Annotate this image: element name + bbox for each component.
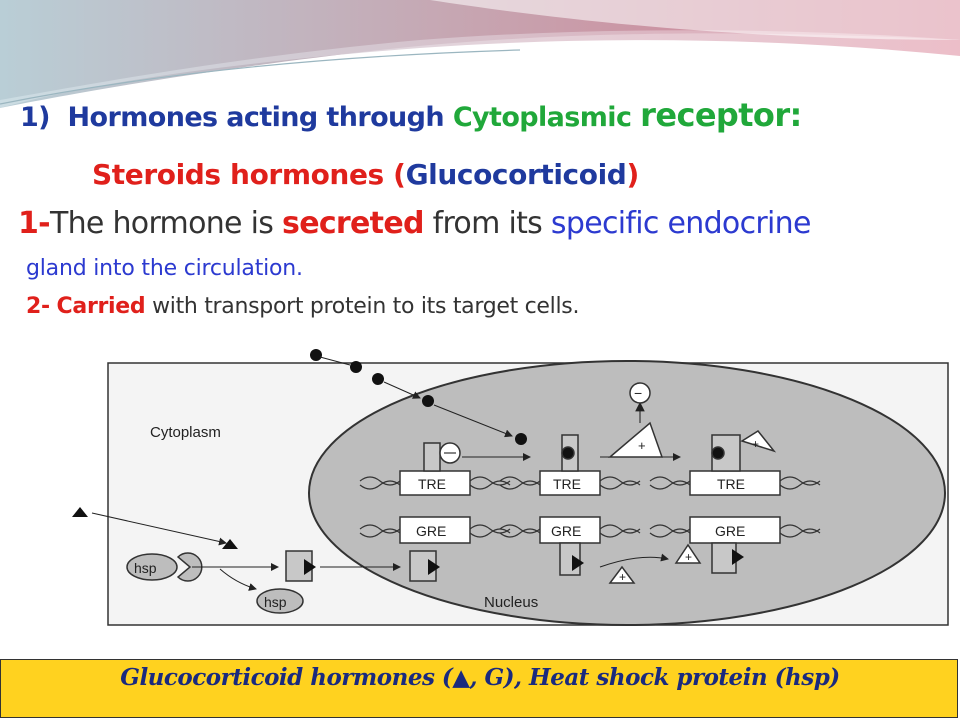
- coactivator-plus: +: [638, 438, 646, 453]
- coactivator: [607, 382, 664, 458]
- title-part2: Cytoplasmic: [452, 102, 632, 133]
- nucleus-label: Nucleus: [484, 594, 538, 611]
- tre-label-1: TRE: [418, 476, 446, 492]
- thyroid-hormone-path: [310, 349, 527, 445]
- thyroid-receptors: [423, 430, 777, 472]
- title-part1: Hormones acting through: [67, 102, 445, 133]
- subtitle-part3: ): [626, 158, 639, 191]
- title-number: 1): [20, 102, 51, 133]
- point1-t1: The hormone is: [49, 206, 274, 241]
- point-1-continued: gland into the circulation.: [26, 256, 303, 281]
- tre3-plus: +: [752, 437, 759, 451]
- header-swoosh: [0, 0, 960, 108]
- point2-t1: Carried: [56, 294, 146, 319]
- gre-plus-2: +: [619, 570, 626, 584]
- gre-box-1: [399, 516, 471, 544]
- receptor-diagram: Cytoplasm Nucleus TRE TRE TRE GRE GRE GR: [72, 349, 949, 626]
- point2-num: 2-: [26, 294, 50, 319]
- subtitle-part2: Glucocorticoid: [405, 158, 627, 191]
- tre-label-3: TRE: [717, 476, 745, 492]
- point1-t2: secreted: [282, 206, 424, 241]
- point-1: 1-The hormone is secreted from its speci…: [18, 206, 958, 241]
- slide-subtitle: Steroids hormones (Glucocorticoid): [92, 158, 952, 191]
- feedback-minus: −: [634, 385, 642, 401]
- title-part3: receptor:: [640, 96, 802, 134]
- point1-t4: specific endocrine: [550, 206, 811, 241]
- slide-title: 1) Hormones acting through Cytoplasmic r…: [20, 96, 955, 134]
- gre-label-3: GRE: [715, 523, 745, 539]
- point1-t3: from its: [432, 206, 543, 241]
- cytoplasm-label: Cytoplasm: [150, 424, 221, 441]
- nucleus: [308, 360, 946, 626]
- point-2: 2- Carried with transport protein to its…: [26, 294, 579, 319]
- tre-label-2: TRE: [553, 476, 581, 492]
- gre-label-2: GRE: [551, 523, 581, 539]
- tre-box-2: [539, 470, 601, 496]
- caption-text: Glucocorticoid hormones (▲, G), Heat sho…: [120, 664, 840, 691]
- point1-num: 1-: [18, 206, 51, 241]
- hsp-label-1: hsp: [134, 560, 157, 576]
- gre-label-1: GRE: [416, 523, 446, 539]
- subtitle-part1: Steroids hormones (: [92, 158, 406, 191]
- gre-box-3: [689, 516, 781, 544]
- glucocorticoid-path: [72, 507, 744, 614]
- dna-strands: [359, 476, 821, 538]
- hsp-label-2: hsp: [264, 594, 287, 610]
- gre-plus-1: +: [685, 550, 692, 564]
- point2-t2: with transport protein to its target cel…: [152, 294, 580, 319]
- tre-box-3: [689, 470, 781, 496]
- caption-bar: Glucocorticoid hormones (▲, G), Heat sho…: [0, 659, 958, 718]
- tre-box-1: [399, 470, 471, 496]
